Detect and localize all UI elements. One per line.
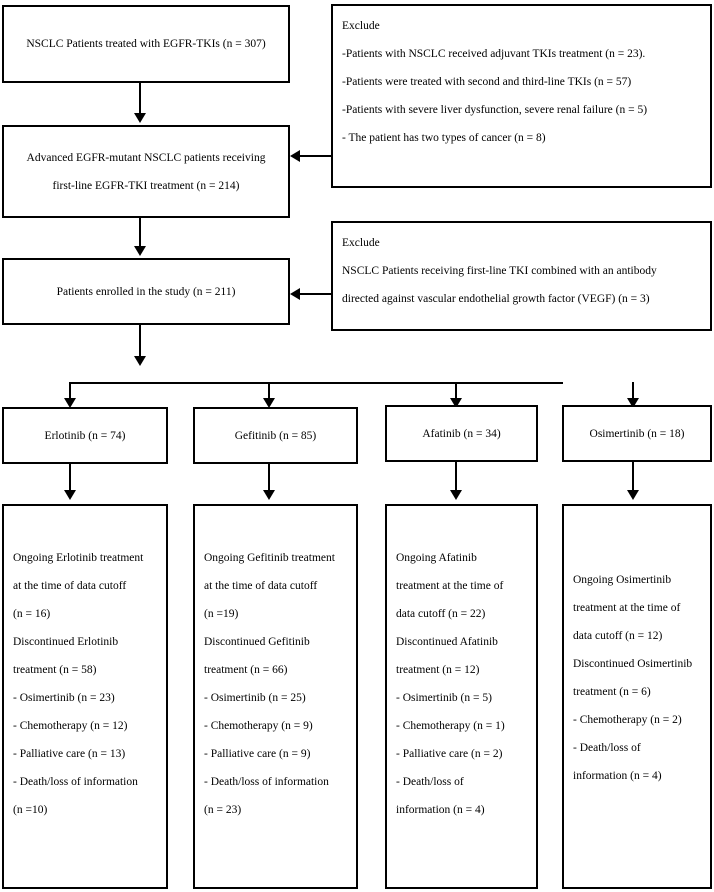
arrowhead-enrolled-stem-icon <box>134 356 146 366</box>
arrowhead-outcome-afatinib-icon <box>450 490 462 500</box>
connector-arm-to-outcome-erlotinib <box>69 464 71 492</box>
node-enrolled: Patients enrolled in the study (n = 211) <box>2 258 290 325</box>
connector-branch-leg-erlotinib <box>69 382 71 404</box>
node-exclude-two: Exclude NSCLC Patients receiving first-l… <box>331 221 712 331</box>
connector-arm-to-outcome-osimertinib <box>632 462 634 492</box>
connector-exclude-two-to-enrolled <box>299 293 332 295</box>
node-outcome-afatinib: Ongoing Afatinib treatment at the time o… <box>385 504 538 889</box>
node-outcome-afatinib-label: Ongoing Afatinib treatment at the time o… <box>396 552 505 816</box>
arrowhead-total-to-advanced-icon <box>134 113 146 123</box>
arrowhead-outcome-osimertinib-icon <box>627 490 639 500</box>
node-arm-erlotinib: Erlotinib (n = 74) <box>2 407 168 464</box>
arrowhead-branch-afatinib-icon <box>450 398 462 408</box>
node-total-cohort-label: NSCLC Patients treated with EGFR-TKIs (n… <box>26 38 266 50</box>
arrowhead-branch-erlotinib-icon <box>64 398 76 408</box>
arrowhead-branch-gefitinib-icon <box>263 398 275 408</box>
arrowhead-exclude-two-icon <box>290 288 300 300</box>
node-arm-osimertinib-label: Osimertinib (n = 18) <box>589 427 685 440</box>
node-exclude-one: Exclude -Patients with NSCLC received ad… <box>331 4 712 188</box>
connector-advanced-to-enrolled <box>139 218 141 248</box>
connector-branch-leg-gefitinib <box>268 382 270 404</box>
node-total-cohort: NSCLC Patients treated with EGFR-TKIs (n… <box>2 5 290 83</box>
node-exclude-two-label: Exclude NSCLC Patients receiving first-l… <box>342 237 657 305</box>
node-outcome-erlotinib-label: Ongoing Erlotinib treatment at the time … <box>13 552 144 816</box>
connector-branch-leg-osimertinib <box>632 382 634 404</box>
arrowhead-branch-osimertinib-icon <box>627 398 639 408</box>
node-outcome-osimertinib: Ongoing Osimertinib treatment at the tim… <box>562 504 712 889</box>
node-outcome-erlotinib: Ongoing Erlotinib treatment at the time … <box>2 504 168 889</box>
node-arm-afatinib-label: Afatinib (n = 34) <box>422 427 501 440</box>
connector-total-to-advanced <box>139 83 141 115</box>
connector-arm-to-outcome-afatinib <box>455 462 457 492</box>
arrowhead-exclude-one-icon <box>290 150 300 162</box>
node-advanced-cohort-label: Advanced EGFR-mutant NSCLC patients rece… <box>26 151 266 192</box>
connector-enrolled-stem <box>139 325 141 358</box>
node-advanced-cohort: Advanced EGFR-mutant NSCLC patients rece… <box>2 125 290 218</box>
node-enrolled-label: Patients enrolled in the study (n = 211) <box>56 285 236 298</box>
node-outcome-gefitinib: Ongoing Gefitinib treatment at the time … <box>193 504 358 889</box>
connector-branch-leg-afatinib <box>455 382 457 404</box>
arrowhead-outcome-gefitinib-icon <box>263 490 275 500</box>
arrowhead-advanced-to-enrolled-icon <box>134 246 146 256</box>
node-arm-osimertinib: Osimertinib (n = 18) <box>562 405 712 462</box>
arrowhead-outcome-erlotinib-icon <box>64 490 76 500</box>
node-outcome-osimertinib-label: Ongoing Osimertinib treatment at the tim… <box>573 574 693 782</box>
connector-branch-bus <box>69 382 563 384</box>
node-arm-gefitinib-label: Gefitinib (n = 85) <box>234 429 317 442</box>
connector-exclude-one-to-advanced <box>299 155 332 157</box>
node-arm-afatinib: Afatinib (n = 34) <box>385 405 538 462</box>
node-outcome-gefitinib-label: Ongoing Gefitinib treatment at the time … <box>204 552 335 816</box>
connector-arm-to-outcome-gefitinib <box>268 464 270 492</box>
node-arm-gefitinib: Gefitinib (n = 85) <box>193 407 358 464</box>
node-arm-erlotinib-label: Erlotinib (n = 74) <box>44 429 126 442</box>
node-exclude-one-label: Exclude -Patients with NSCLC received ad… <box>342 20 648 144</box>
